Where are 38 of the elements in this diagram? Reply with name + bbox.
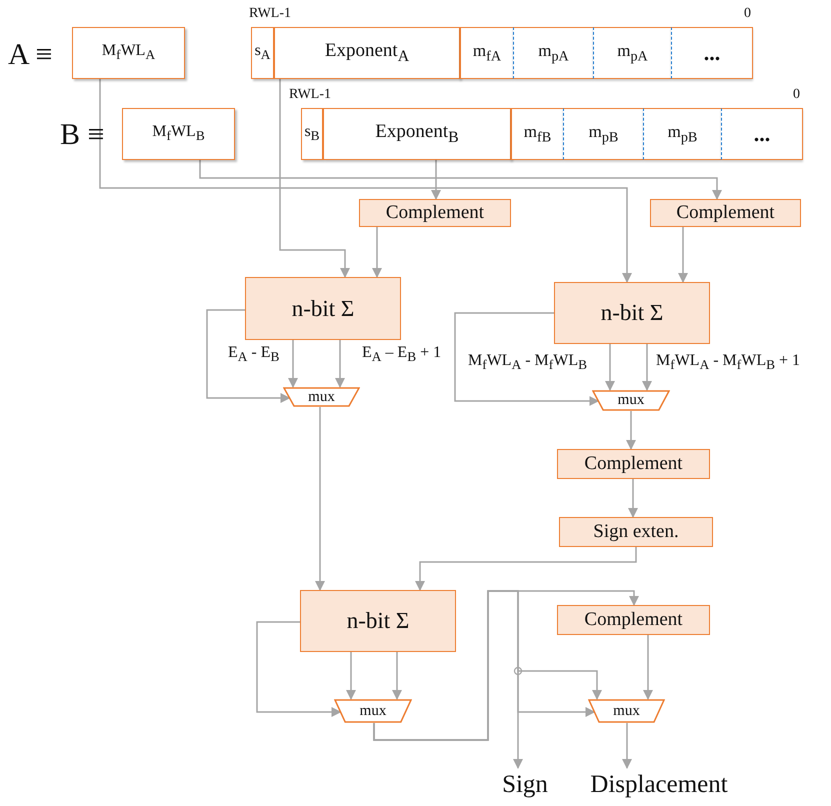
register-field: m$_{pA}$ — [513, 27, 593, 79]
bit-index-label: 0 — [793, 87, 800, 103]
register-field: m$_{fA}$ — [460, 27, 513, 79]
register-field: Exponent$_{B}$ — [323, 108, 511, 160]
register-field: m$_{pB}$ — [643, 108, 721, 160]
register-field: Exponent$_{A}$ — [274, 27, 460, 79]
process-box: n-bit Σ — [554, 282, 710, 344]
mux-block: mux — [588, 699, 665, 723]
register-field: s$_{B}$ — [301, 108, 323, 160]
bit-index-label: RWL-1 — [289, 87, 331, 103]
process-box: Complement — [557, 449, 710, 479]
register-field: m$_{fB}$ — [511, 108, 563, 160]
variable-label: A ≡ — [8, 38, 52, 72]
register-field: s$_{A}$ — [251, 27, 274, 79]
process-box: Complement — [557, 605, 710, 635]
process-box: n-bit Σ — [245, 277, 401, 340]
edge-label: E$_{A}$ – E$_{B}$ + 1 — [362, 344, 442, 366]
mux-block: mux — [592, 390, 670, 411]
process-box: Sign exten. — [559, 517, 713, 547]
process-box: Complement — [359, 199, 511, 227]
register-field: m$_{pA}$ — [593, 27, 671, 79]
bit-index-label: 0 — [744, 6, 751, 22]
register-field: ... — [671, 27, 753, 79]
output-label: Displacement — [573, 768, 745, 802]
output-label: Sign — [497, 768, 553, 802]
mux-block: mux — [283, 387, 360, 407]
process-box: n-bit Σ — [300, 590, 456, 652]
register-field: m$_{pB}$ — [563, 108, 643, 160]
process-box: Complement — [650, 199, 801, 227]
bit-index-label: RWL-1 — [249, 6, 291, 22]
register-field: M$_{f}$WL$_{B}$ — [122, 108, 235, 160]
mux-block: mux — [334, 699, 412, 723]
edge-label: M$_{f}$WL$_{A}$ - M$_{f}$WL$_{B}$ + 1 — [656, 352, 800, 374]
edge-label: E$_{A}$ - E$_{B}$ — [228, 344, 280, 366]
register-field: M$_{f}$WL$_{A}$ — [72, 27, 185, 79]
edge-label: M$_{f}$WL$_{A}$ - M$_{f}$WL$_{B}$ — [468, 352, 587, 374]
register-field: ... — [721, 108, 803, 160]
variable-label: B ≡ — [60, 118, 104, 152]
